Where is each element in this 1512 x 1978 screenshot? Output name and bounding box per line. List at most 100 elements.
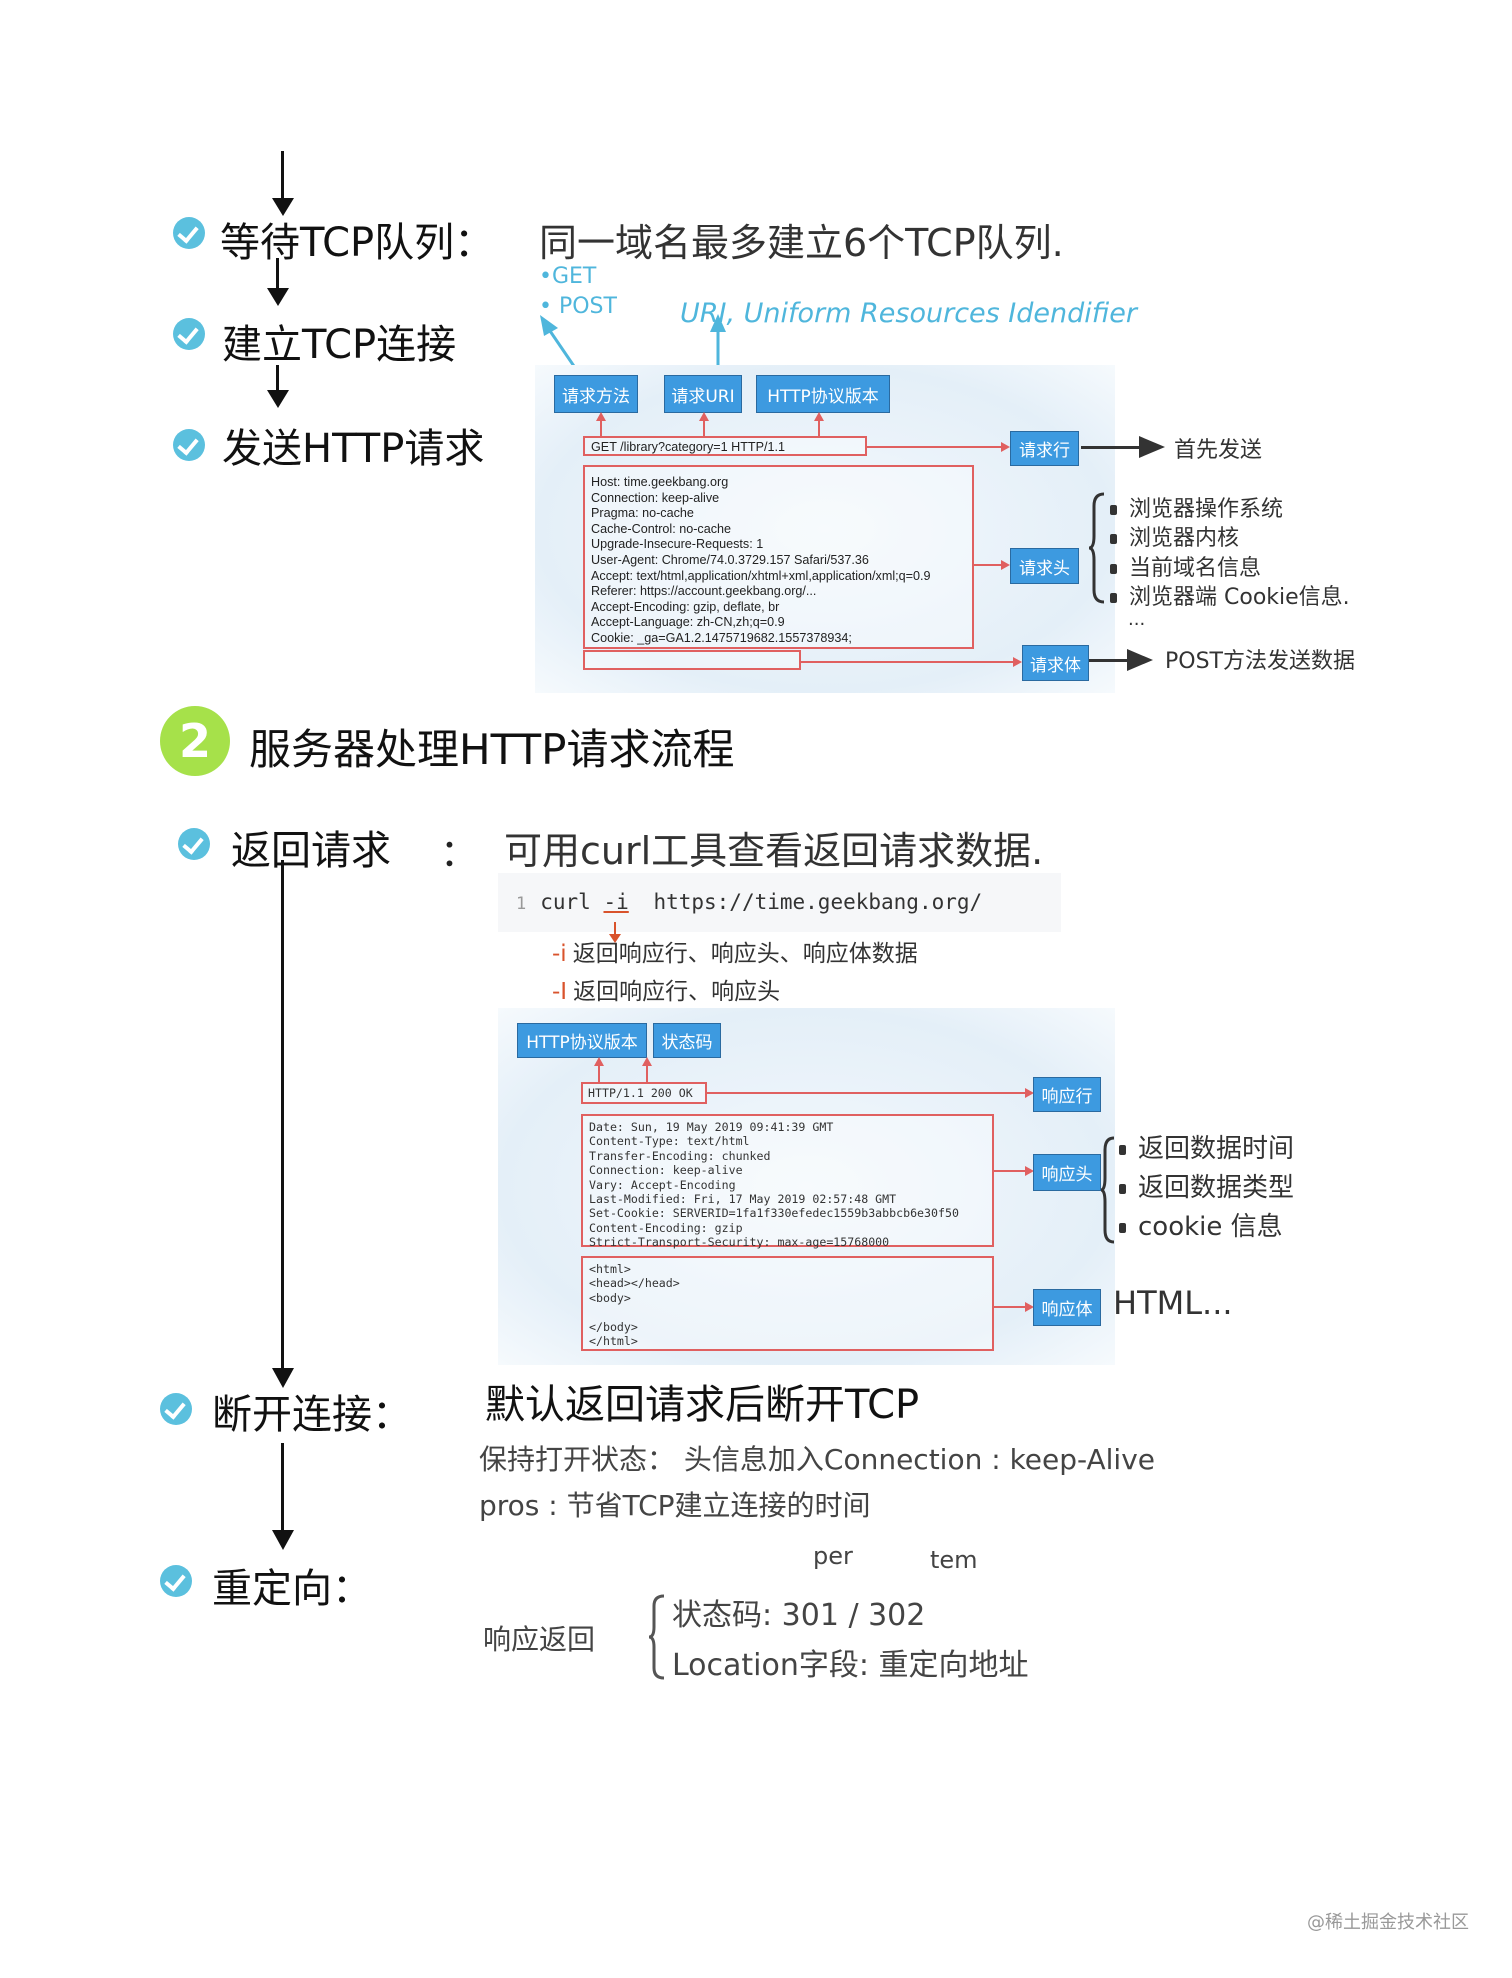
code-url: https://time.geekbang.org/ (653, 890, 983, 914)
red-arrow-line (600, 418, 602, 436)
method-post: • POST (539, 294, 617, 319)
brace-icon (648, 1594, 665, 1680)
redirect-lead: 响应返回 (483, 1623, 596, 1656)
red-arrow-up (642, 1057, 652, 1066)
redirect-above-1: per (813, 1542, 853, 1570)
red-arrow (1025, 1302, 1034, 1312)
redirect-item: Location字段: 重定向地址 (672, 1648, 1029, 1683)
header-note: cookie 信息 (1119, 1206, 1283, 1243)
label-response-line: 响应行 (1033, 1077, 1101, 1112)
flow-line (281, 1443, 284, 1539)
header-note-text: 当前域名信息 (1129, 556, 1262, 581)
step-send-http: 发送HTTP请求 (222, 426, 485, 472)
header-line: Last-Modified: Fri, 17 May 2019 02:57:48… (589, 1192, 897, 1207)
label-request-line: 请求行 (1010, 431, 1079, 466)
arrow-line (1081, 446, 1141, 449)
brace-icon (1100, 1136, 1115, 1244)
section-number-badge: 2 (160, 706, 230, 776)
red-arrow-up (594, 1057, 604, 1066)
step-disconnect: 断开连接： (212, 1392, 412, 1438)
check-icon (173, 217, 205, 249)
uri-annotation: URI, Uniform Resources Idendifier (680, 298, 1137, 329)
header-note: 当前域名信息 (1110, 550, 1261, 582)
header-line: Cache-Control: no-cache (591, 521, 732, 536)
label-http-version: HTTP协议版本 (756, 375, 890, 413)
flag-desc: 返回响应行、响应头、响应体数据 (572, 941, 918, 967)
header-line: Accept-Language: zh-CN,zh;q=0.9 (591, 615, 785, 630)
header-line: Pragma: no-cache (591, 506, 694, 521)
red-arrow-line (974, 564, 1001, 566)
label-request-header: 请求头 (1010, 548, 1079, 584)
header-line: Upgrade-Insecure-Requests: 1 (591, 537, 764, 552)
red-arrow (1001, 442, 1010, 452)
header-line: Referer: https://account.geekbang.org/..… (591, 584, 817, 599)
section-number: 2 (178, 714, 211, 768)
method-get: •GET (539, 264, 597, 289)
red-arrow-line (707, 1092, 1025, 1094)
flow-line (276, 365, 279, 397)
pros-note: pros : 节省TCP建立连接的时间 (479, 1489, 871, 1522)
status-line: HTTP/1.1 200 OK (588, 1086, 693, 1100)
header-line: Date: Sun, 19 May 2019 09:41:39 GMT (589, 1120, 834, 1134)
request-body-note: POST方法发送数据 (1165, 649, 1355, 674)
colon: ： (440, 831, 479, 875)
redirect-above-2: tem (930, 1546, 978, 1574)
label-request-method: 请求方法 (554, 375, 638, 413)
flow-line (281, 151, 284, 206)
header-line: Transfer-Encoding: chunked (589, 1148, 771, 1163)
response-diagram (498, 1008, 1115, 1365)
flag: -i (552, 941, 567, 967)
header-line: Content-Encoding: gzip (589, 1220, 743, 1235)
code-flag: -i (603, 890, 629, 914)
arrow-down-icon (272, 1368, 294, 1388)
body-line: </body> (589, 1319, 638, 1334)
red-arrow-line (994, 1306, 1025, 1308)
header-note-text: 浏览器操作系统 (1129, 497, 1284, 522)
response-body-note: HTML... (1113, 1284, 1233, 1322)
label-http-version: HTTP协议版本 (517, 1023, 647, 1058)
header-line: Cookie: _ga=GA1.2.1475719682.1557378934; (591, 630, 852, 645)
header-line: Strict-Transport-Security: max-age=15768… (589, 1235, 890, 1250)
red-arrow (1001, 560, 1010, 570)
header-line: Set-Cookie: SERVERID=1fa1f330efedec1559b… (589, 1206, 959, 1221)
label-request-uri: 请求URI (664, 375, 742, 413)
check-icon (173, 429, 205, 461)
redirect-item: 状态码: 301 / 302 (672, 1598, 926, 1633)
step-establish-tcp: 建立TCP连接 (222, 322, 457, 368)
code-block: 1 curl -i https://time.geekbang.org/ (498, 873, 1061, 932)
header-note: 浏览器端 Cookie信息. (1110, 579, 1350, 611)
check-icon (173, 318, 205, 350)
red-arrow-down-icon (614, 922, 616, 936)
request-line-note: 首先发送 (1174, 438, 1263, 463)
body-line: </html> (589, 1334, 638, 1349)
header-note-text: 浏览器内核 (1129, 526, 1240, 551)
header-line: User-Agent: Chrome/74.0.3729.157 Safari/… (591, 552, 869, 567)
label-request-body: 请求体 (1022, 645, 1089, 681)
check-icon (160, 1393, 192, 1425)
arrow-right-icon (1127, 649, 1153, 671)
flag: -I (552, 979, 568, 1005)
header-note-text: 浏览器端 Cookie信息. (1129, 585, 1350, 610)
red-arrow-line (867, 446, 1001, 448)
request-line: GET /library?category=1 HTTP/1.1 (591, 440, 785, 454)
label-response-body: 响应体 (1033, 1289, 1101, 1326)
response-headers-box: Date: Sun, 19 May 2019 09:41:39 GMT Cont… (581, 1114, 994, 1250)
red-arrow (1025, 1088, 1034, 1098)
arrow-down-icon (272, 1530, 294, 1550)
body-line: <body> (589, 1290, 631, 1305)
header-line: Accept: text/html,application/xhtml+xml,… (591, 568, 931, 583)
flow-line (276, 258, 279, 293)
header-line: Content-Type: text/html (589, 1134, 750, 1149)
status-line-box: HTTP/1.1 200 OK (581, 1082, 707, 1104)
request-headers-box: Host: time.geekbang.org Connection: keep… (583, 465, 974, 649)
header-line: Connection: keep-alive (589, 1163, 743, 1178)
red-arrow-up (596, 412, 606, 421)
label-response-header: 响应头 (1033, 1154, 1101, 1191)
arrow-down-icon (267, 390, 289, 408)
line-number: 1 (516, 894, 527, 914)
header-note-more: ... (1128, 609, 1146, 630)
header-note-text: 返回数据时间 (1138, 1134, 1295, 1164)
code-cmd: curl (540, 890, 591, 914)
